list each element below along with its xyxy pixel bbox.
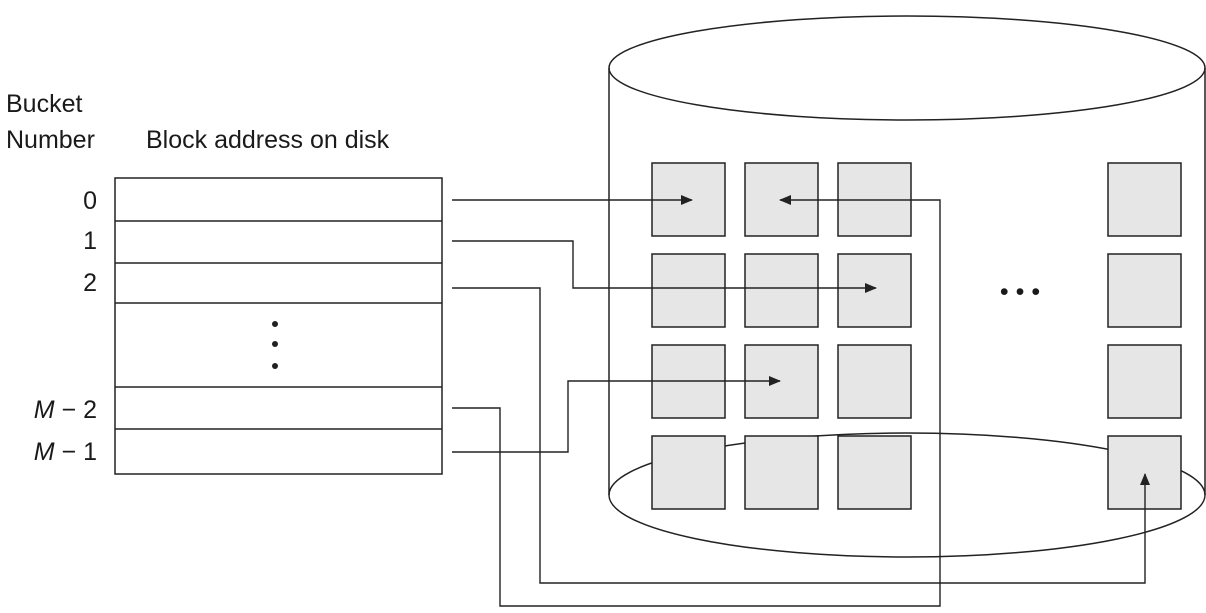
bucket-number-m-minus-2: M − 2	[34, 396, 97, 424]
disk-block	[744, 253, 819, 328]
pointer-arrow-bucket-1	[452, 240, 877, 293]
pointer-arrow-bucket-m-minus-1	[452, 376, 781, 453]
disk-block	[837, 435, 912, 510]
disk-block	[651, 435, 726, 510]
bucket-number-1: 1	[83, 227, 97, 255]
block-address-header: Block address on disk	[146, 126, 390, 154]
bucket-table	[114, 177, 443, 475]
disk-columns-ellipsis: • • •	[1000, 278, 1040, 306]
bucket-m-offset: − 1	[55, 438, 97, 466]
bucket-m-offset: − 2	[55, 396, 97, 424]
disk-block	[837, 253, 912, 328]
disk-block	[1107, 253, 1182, 328]
bucket-number-m-minus-1: M − 1	[34, 438, 97, 466]
bucket-m-symbol: M	[34, 438, 55, 466]
disk-block	[744, 435, 819, 510]
pointer-arrow-bucket-2	[452, 287, 1150, 584]
bucket-number-2: 2	[83, 269, 97, 297]
disk-block	[837, 344, 912, 419]
bucket-header-line2: Number	[6, 126, 95, 154]
disk-bottom-front-arc	[608, 494, 1206, 558]
disk-block	[651, 253, 726, 328]
pointer-arrow-bucket-m-minus-2	[452, 195, 941, 607]
bucket-m-symbol: M	[34, 396, 55, 424]
bucket-number-0: 0	[83, 187, 97, 215]
disk-top-ellipse	[608, 15, 1206, 121]
bucket-table-frame	[114, 177, 443, 475]
table-vertical-ellipsis	[272, 321, 278, 369]
disk-blocks	[651, 162, 1182, 510]
disk-block	[1107, 344, 1182, 419]
bucket-pointers	[452, 195, 1150, 607]
disk-block	[1107, 162, 1182, 237]
bucket-header-line1: Bucket	[6, 90, 82, 118]
